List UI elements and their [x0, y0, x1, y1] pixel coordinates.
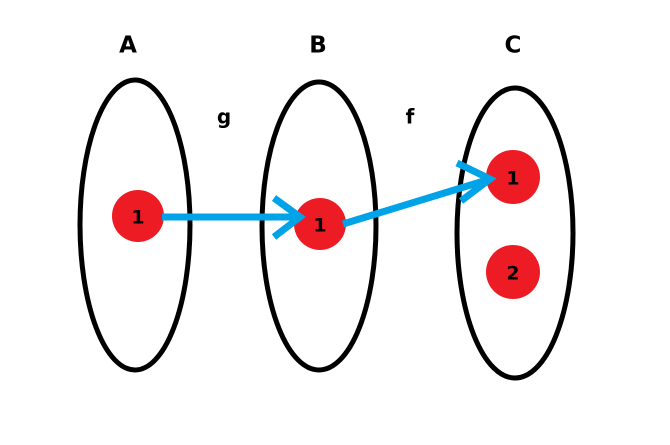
set-outline-a: [77, 77, 193, 373]
mapping-arrow-f: f: [341, 105, 497, 228]
set-label-a: A: [119, 33, 137, 59]
mapping-label-g: g: [217, 105, 231, 129]
set-outline-b: [259, 79, 379, 373]
set-element-b-1: 1: [294, 198, 346, 250]
set-group-c: C 1 2: [454, 33, 576, 381]
element-label-c-2: 2: [506, 263, 519, 285]
element-dot-a-1: [112, 190, 164, 242]
set-element-a-1: 1: [112, 190, 164, 242]
set-outline-c: [454, 85, 576, 381]
element-label-c-1: 1: [506, 168, 519, 190]
arrow-shaft-f: [341, 176, 489, 228]
mapping-label-f: f: [406, 105, 415, 129]
element-dot-c-2: [486, 245, 540, 299]
set-group-a: A 1: [77, 33, 193, 373]
element-label-b-1: 1: [313, 215, 326, 237]
set-label-b: B: [309, 33, 327, 59]
set-element-c-1: 1: [486, 150, 540, 204]
set-label-c: C: [505, 33, 522, 59]
set-group-b: B 1: [259, 33, 379, 373]
mapping-arrow-g: g: [162, 105, 306, 240]
arrow-head-f: [455, 159, 497, 204]
element-dot-b-1: [294, 198, 346, 250]
element-dot-c-1: [486, 150, 540, 204]
element-label-a-1: 1: [131, 207, 144, 229]
set-element-c-2: 2: [486, 245, 540, 299]
arrow-head-g: [271, 195, 306, 240]
